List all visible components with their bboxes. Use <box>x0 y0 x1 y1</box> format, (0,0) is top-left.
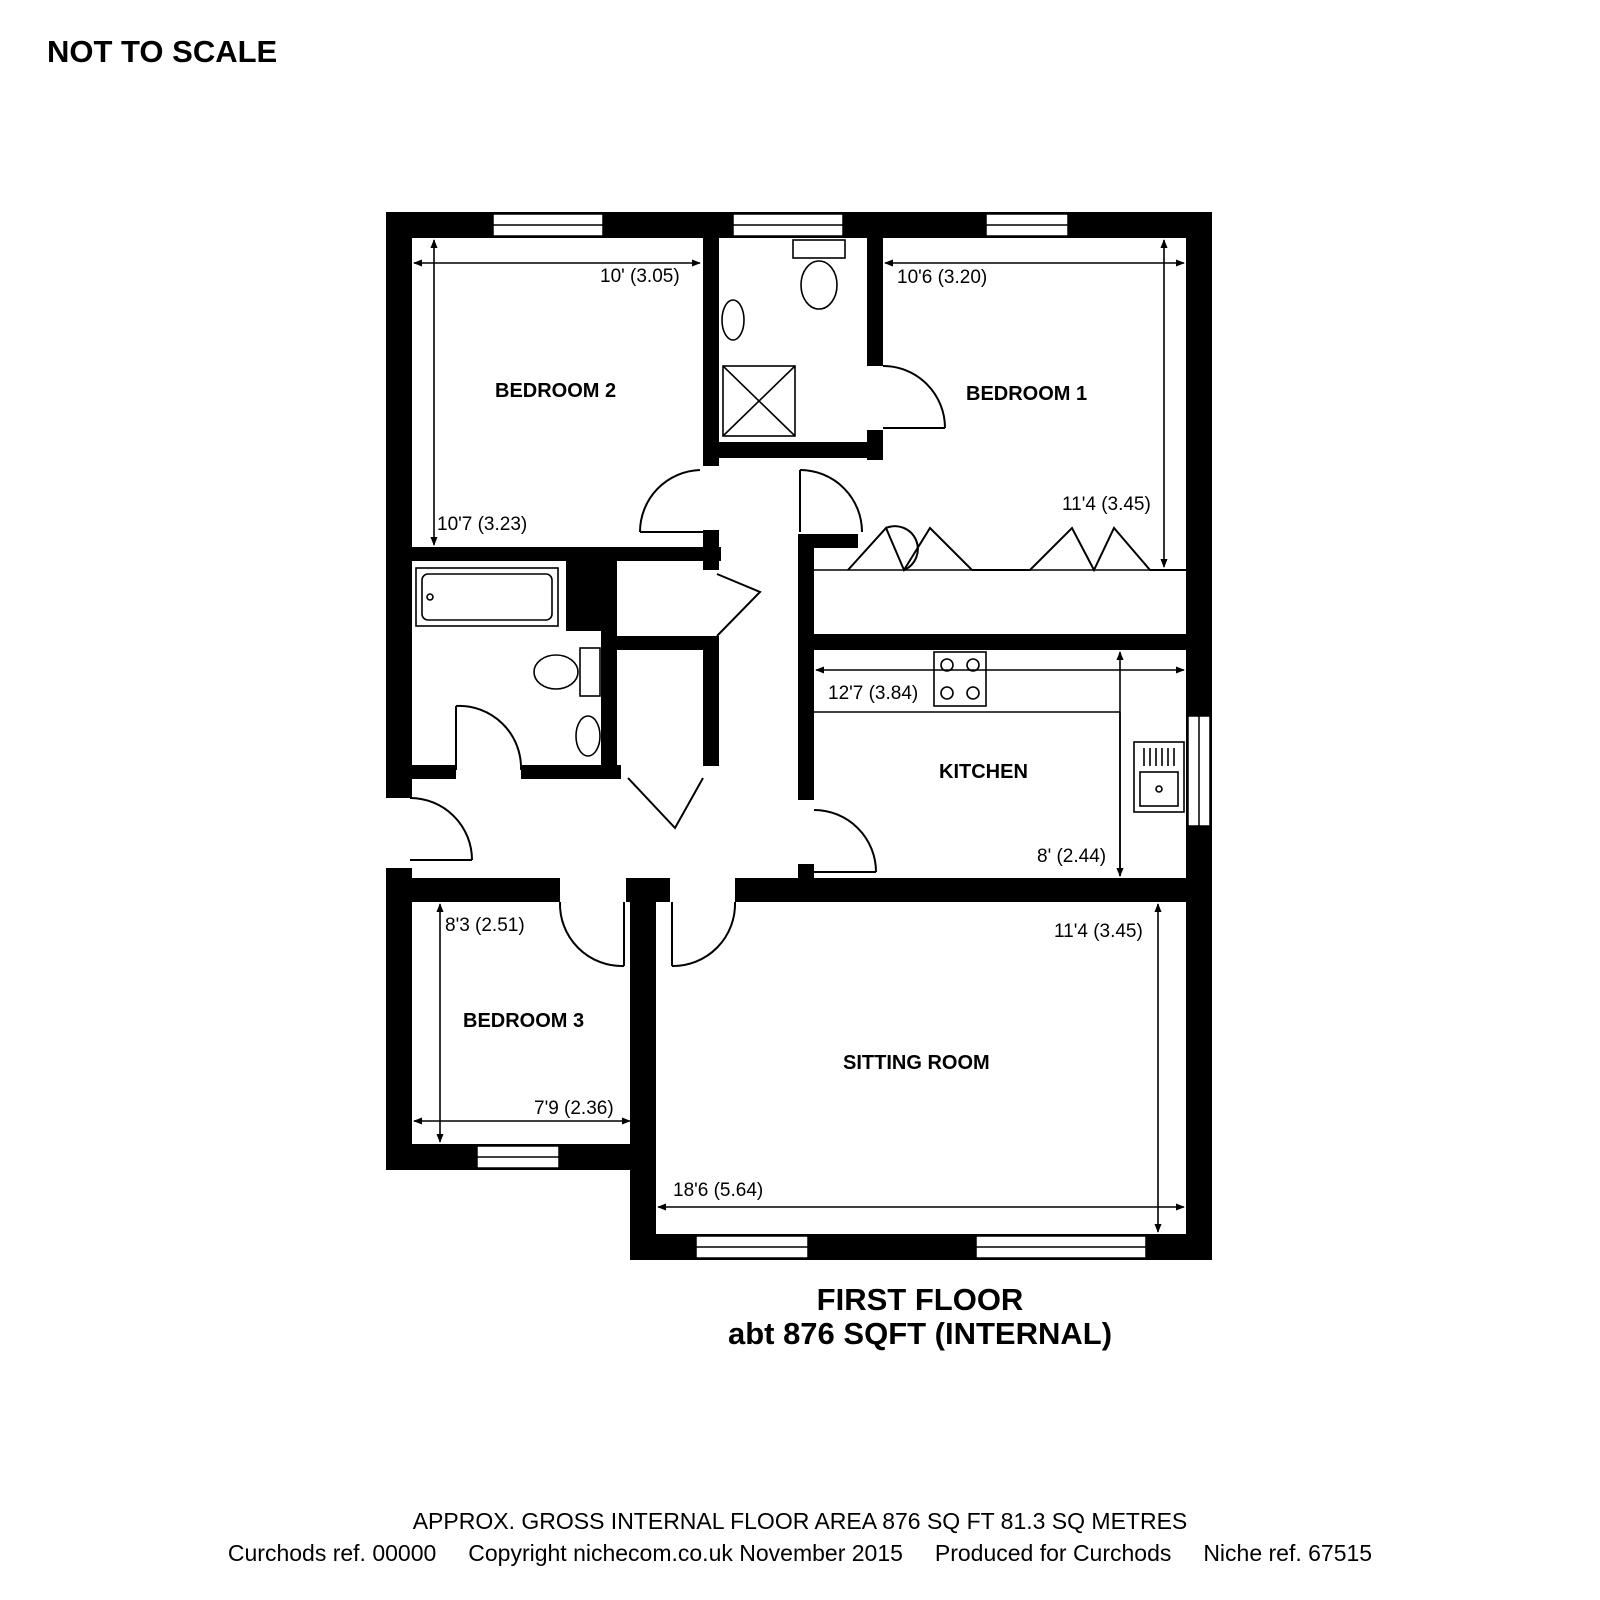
bathroom-basin-icon <box>575 715 601 757</box>
not-to-scale-label: NOT TO SCALE <box>47 34 278 69</box>
room-label-bedroom2: BEDROOM 2 <box>495 380 616 402</box>
footer-area-line: APPROX. GROSS INTERNAL FLOOR AREA 876 SQ… <box>412 1508 1188 1534</box>
room-label-sitting-room: SITTING ROOM <box>843 1052 990 1074</box>
footer-credits-line: Curchods ref. 00000 Copyright nichecom.c… <box>227 1540 1373 1566</box>
dim-sitting-length: 11'4 (3.45) <box>1054 921 1143 942</box>
doors <box>409 365 1186 968</box>
ensuite-basin-icon <box>721 299 745 341</box>
floor-area: abt 876 SQFT (INTERNAL) <box>727 1316 1113 1351</box>
ensuite-wc-cistern-icon <box>792 239 846 259</box>
shower-tray-icon <box>722 365 796 437</box>
dim-bedroom3-length: 8'3 (2.51) <box>445 915 525 936</box>
kitchen-sink-icon <box>1133 741 1185 813</box>
dim-bedroom1-length: 11'4 (3.45) <box>1062 494 1151 515</box>
dim-bedroom2-width: 10' (3.05) <box>600 266 680 287</box>
dimension-lines <box>413 239 1185 1233</box>
ensuite-wc-icon <box>800 260 838 310</box>
windows <box>476 213 1211 1259</box>
room-label-bedroom1: BEDROOM 1 <box>966 383 1087 405</box>
bathroom-wc-cistern-icon <box>579 647 601 697</box>
bathroom-wc-icon <box>533 654 579 690</box>
bath-icon <box>415 567 559 627</box>
dim-bedroom2-length: 10'7 (3.23) <box>437 514 527 535</box>
dim-bedroom3-width: 7'9 (2.36) <box>534 1098 614 1119</box>
dim-kitchen-length: 8' (2.44) <box>1037 846 1106 867</box>
dim-sitting-width: 18'6 (5.64) <box>673 1180 763 1201</box>
room-label-kitchen: KITCHEN <box>939 761 1028 783</box>
hob-icon <box>933 651 987 707</box>
room-label-bedroom3: BEDROOM 3 <box>463 1010 584 1032</box>
dim-kitchen-width: 12'7 (3.84) <box>828 683 918 704</box>
walls <box>386 212 1212 1260</box>
dim-bedroom1-width: 10'6 (3.20) <box>897 267 987 288</box>
floor-name: FIRST FLOOR <box>816 1282 1024 1317</box>
